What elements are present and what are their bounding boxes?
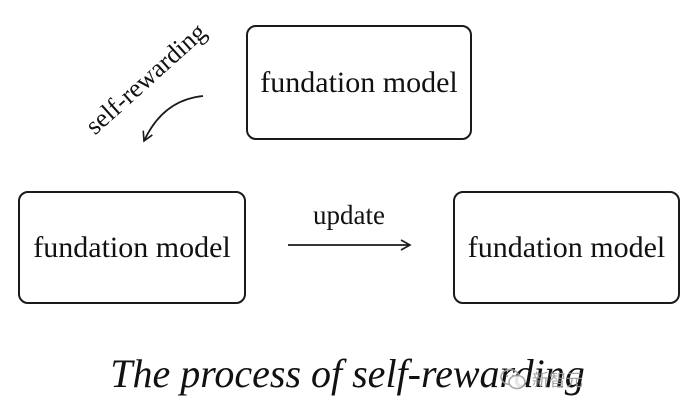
foundation-model-label-top: fundation model	[260, 65, 458, 99]
update-label: update	[313, 200, 385, 230]
wechat-icon	[500, 368, 526, 389]
foundation-model-label-right: fundation model	[467, 230, 666, 264]
self-rewarding-arrow	[142, 95, 204, 143]
diagram-caption: The process of self-rewarding	[110, 351, 585, 396]
watermark: 新智元	[500, 366, 583, 391]
foundation-model-box-top: fundation model	[246, 25, 472, 140]
foundation-model-box-right: fundation model	[453, 191, 680, 304]
foundation-model-label-left: fundation model	[33, 230, 231, 264]
foundation-model-box-left: fundation model	[18, 191, 246, 304]
watermark-text: 新智元	[532, 371, 583, 391]
